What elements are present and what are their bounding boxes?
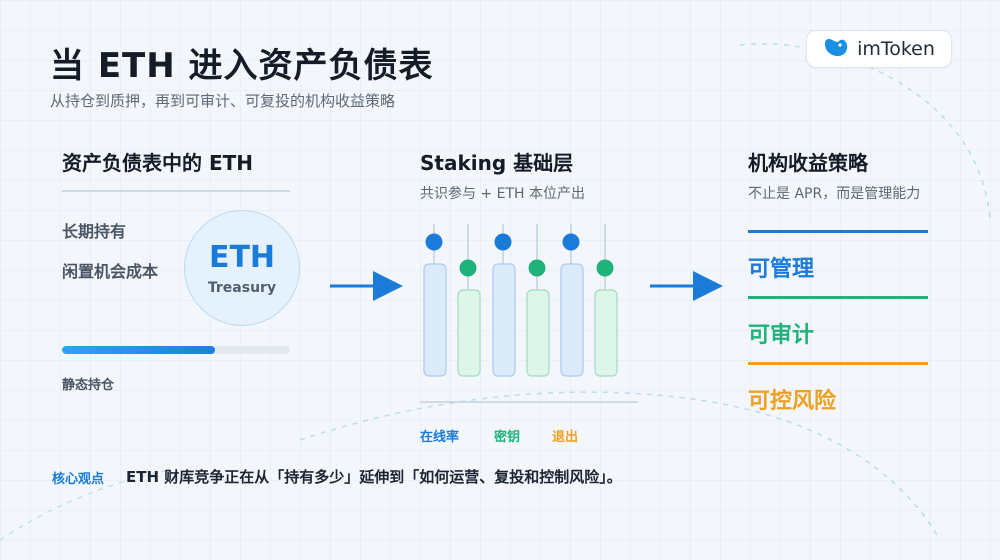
eth-circle-label: ETH <box>208 239 276 275</box>
left-item-long-hold: 长期持有 <box>62 222 127 241</box>
validator-column-2 <box>457 224 481 377</box>
strategy-auditable: 可审计 <box>748 323 815 348</box>
legend-keys: 密钥 <box>494 430 521 445</box>
page-title: 当 ETH 进入资产负债表 <box>50 46 434 86</box>
validator-column-4 <box>526 224 550 377</box>
validator-column-3 <box>492 224 516 377</box>
treasury-circle-label: Treasury <box>207 279 277 296</box>
validator-column-6 <box>594 224 618 377</box>
progress-label: 静态持仓 <box>62 378 115 393</box>
strategy-risk-control: 可控风险 <box>748 389 837 414</box>
validator-column-5 <box>560 224 584 377</box>
strategy-bar-risk-control <box>748 362 928 365</box>
core-view-label: 核心观点 <box>52 472 105 487</box>
page-subtitle: 从持仓到质押，再到可审计、可复投的机构收益策略 <box>50 92 396 110</box>
static-holding-progress <box>62 346 290 354</box>
right-section-title: 机构收益策略 <box>748 151 868 175</box>
core-view-text: ETH 财库竞争正在从「持有多少」延伸到「如何运营、复投和控制风险」。 <box>126 468 622 486</box>
brand-badge[interactable]: imToken <box>806 30 952 68</box>
middle-section-title: Staking 基础层 <box>420 151 574 175</box>
validator-column-1 <box>423 224 447 377</box>
eth-treasury-circle: ETH Treasury <box>184 210 300 326</box>
strategy-manageable: 可管理 <box>748 257 815 282</box>
left-divider <box>62 190 290 192</box>
progress-fill <box>62 346 215 354</box>
middle-section-subtitle: 共识参与 + ETH 本位产出 <box>420 186 586 202</box>
imtoken-logo-icon <box>823 36 849 62</box>
brand-name: imToken <box>857 38 935 60</box>
left-item-opportunity-cost: 闲置机会成本 <box>62 262 159 281</box>
strategy-bar-auditable <box>748 296 928 299</box>
left-section-title: 资产负债表中的 ETH <box>62 151 254 175</box>
right-section-subtitle: 不止是 APR，而是管理能力 <box>748 186 921 202</box>
strategy-bar-manageable <box>748 230 928 233</box>
legend-exit: 退出 <box>552 430 579 445</box>
legend-uptime: 在线率 <box>420 430 460 445</box>
